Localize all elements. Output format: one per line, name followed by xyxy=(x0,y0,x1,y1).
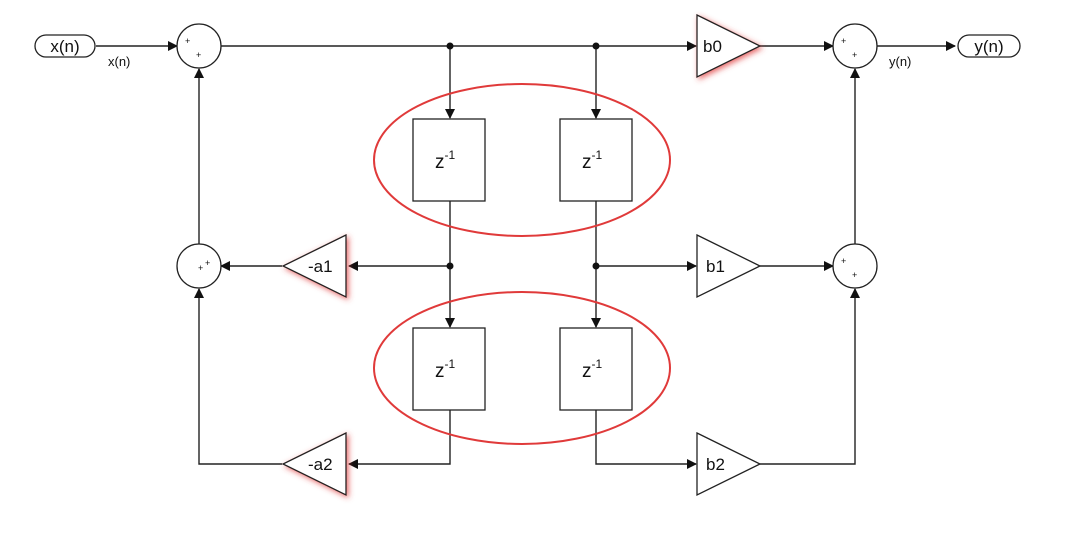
plus-sign: + xyxy=(205,258,210,268)
delay-base: z xyxy=(582,152,592,173)
svg-text:z-1: z-1 xyxy=(582,357,602,382)
svg-text:z-1: z-1 xyxy=(582,148,602,173)
gain-block-a1[interactable]: -a1 xyxy=(281,233,347,299)
junction-dot xyxy=(446,42,454,50)
delay-base: z xyxy=(582,361,592,382)
input-signal-label: x(n) xyxy=(108,54,130,69)
output-port-label: y(n) xyxy=(974,37,1003,56)
delay-exponent: -1 xyxy=(592,148,603,162)
delay-base: z xyxy=(435,361,445,382)
sum-block-input[interactable]: + + xyxy=(176,23,222,69)
plus-sign: + xyxy=(196,50,201,60)
delay-exponent: -1 xyxy=(445,148,456,162)
gain-label-b1: b1 xyxy=(706,257,725,276)
delay-block-top-right[interactable]: z-1 xyxy=(559,118,633,202)
delay-block-bottom-right[interactable]: z-1 xyxy=(559,327,633,411)
gain-block-b2[interactable]: b2 xyxy=(696,431,762,497)
plus-sign: + xyxy=(852,270,857,280)
svg-text:z-1: z-1 xyxy=(435,148,455,173)
svg-text:z-1: z-1 xyxy=(435,357,455,382)
gain-block-b1[interactable]: b1 xyxy=(696,233,762,299)
junction-dot xyxy=(592,42,600,50)
delay-block-top-left[interactable]: z-1 xyxy=(412,118,486,202)
sum-block-output[interactable]: + + xyxy=(832,23,878,69)
plus-sign: + xyxy=(841,36,846,46)
gain-label-b0: b0 xyxy=(703,37,722,56)
junction-dot xyxy=(446,262,454,270)
output-port[interactable]: y(n) xyxy=(957,34,1021,58)
gain-label-a1: -a1 xyxy=(308,257,333,276)
gain-label-a2: -a2 xyxy=(308,455,333,474)
output-signal-label: y(n) xyxy=(889,54,911,69)
plus-sign: + xyxy=(185,36,190,46)
delay-block-bottom-left[interactable]: z-1 xyxy=(412,327,486,411)
input-port[interactable]: x(n) xyxy=(34,34,96,58)
gain-label-b2: b2 xyxy=(706,455,725,474)
sum-block-feedforward[interactable]: + + xyxy=(832,243,878,289)
junction-dot xyxy=(592,262,600,270)
input-port-label: x(n) xyxy=(50,37,79,56)
highlight-ellipse-top xyxy=(373,83,671,237)
delay-exponent: -1 xyxy=(592,357,603,371)
highlight-ellipse-bottom xyxy=(373,291,671,445)
plus-sign: + xyxy=(841,256,846,266)
wires xyxy=(96,41,956,469)
gain-block-a2[interactable]: -a2 xyxy=(281,431,347,497)
gain-block-b0[interactable]: b0 xyxy=(696,13,762,79)
plus-sign: + xyxy=(198,263,203,273)
sum-block-feedback[interactable]: + + xyxy=(176,243,222,289)
delay-base: z xyxy=(435,152,445,173)
junction-dots xyxy=(446,42,600,270)
delay-exponent: -1 xyxy=(445,357,456,371)
plus-sign: + xyxy=(852,50,857,60)
